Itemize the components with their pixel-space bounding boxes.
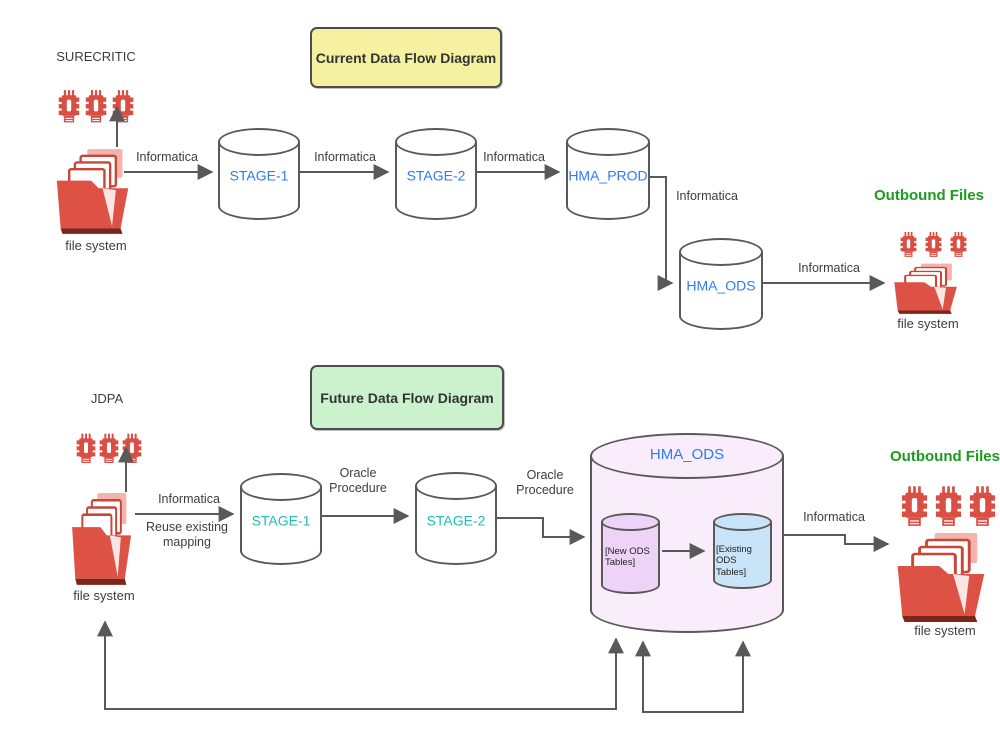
future-source-system-label: JDPA	[90, 391, 124, 406]
db-label: STAGE-1	[251, 512, 311, 529]
edge-label: Informatica	[314, 150, 376, 164]
db-hma-ods-current[interactable]: HMA_ODS	[679, 238, 763, 330]
chip-icon	[969, 486, 996, 528]
chip-icon	[899, 232, 918, 258]
db-label: [New ODS Tables]	[605, 546, 650, 569]
chip-icon	[901, 486, 928, 528]
current-outbound-chips[interactable]	[899, 232, 968, 258]
db-new-ods-tables[interactable]: [New ODS Tables]	[601, 513, 660, 594]
current-title-box[interactable]: Current Data Flow Diagram	[310, 27, 502, 88]
db-existing-ods-tables[interactable]: [Existing ODS Tables]	[713, 513, 772, 589]
chip-icon	[85, 84, 107, 130]
db-stage2-current[interactable]: STAGE-2	[395, 128, 477, 220]
edge-stage2-to-hma-ods-future	[497, 517, 586, 545]
future-outbound-chips[interactable]	[901, 486, 996, 528]
edge-label: Reuse existing mapping	[146, 520, 228, 549]
chip-icon	[949, 232, 968, 258]
db-stage2-future[interactable]: STAGE-2	[415, 472, 497, 565]
db-label: HMA_PROD	[568, 167, 648, 184]
edge-label: Informatica	[136, 150, 198, 164]
folder-icon[interactable]	[893, 532, 990, 624]
current-title: Current Data Flow Diagram	[315, 49, 497, 66]
edge-label: Informatica	[798, 261, 860, 275]
current-source-chips[interactable]	[58, 84, 134, 130]
current-outbound-file-label: file system	[897, 316, 959, 331]
chip-icon	[99, 427, 119, 471]
db-label: [Existing ODS Tables]	[716, 544, 752, 578]
chip-icon	[76, 427, 96, 471]
chip-icon	[112, 84, 134, 130]
edge-label: Informatica	[676, 189, 738, 203]
future-outbound-file-label: file system	[914, 623, 976, 638]
future-source-file-label: file system	[73, 588, 135, 603]
db-label: HMA_ODS	[649, 446, 725, 463]
folder-icon[interactable]	[69, 492, 135, 587]
current-outbound-title: Outbound Files	[874, 187, 984, 204]
db-stage1-current[interactable]: STAGE-1	[218, 128, 300, 220]
db-label: HMA_ODS	[686, 277, 756, 294]
db-label: STAGE-2	[406, 167, 466, 184]
edge-label: Oracle Procedure	[329, 466, 387, 495]
db-hma-prod[interactable]: HMA_PROD	[566, 128, 650, 220]
edge-label: Oracle Procedure	[516, 468, 574, 497]
folder-icon[interactable]	[891, 263, 961, 315]
current-source-file-label: file system	[65, 238, 127, 253]
chip-icon	[924, 232, 943, 258]
edge-label: Informatica	[158, 492, 220, 506]
edge-label: Informatica	[803, 510, 865, 524]
chip-icon	[122, 427, 142, 471]
future-title-box[interactable]: Future Data Flow Diagram	[310, 365, 504, 430]
edge-label: Informatica	[483, 150, 545, 164]
current-source-system-label: SURECRITIC	[56, 49, 136, 64]
folder-icon[interactable]	[53, 147, 133, 237]
edge-hma-ods-to-outbound-future	[784, 534, 890, 552]
chip-icon	[58, 84, 80, 130]
future-title: Future Data Flow Diagram	[320, 389, 494, 406]
db-label: STAGE-2	[426, 511, 486, 528]
db-label: STAGE-1	[229, 167, 289, 184]
edge-feedback-u	[635, 640, 751, 713]
future-outbound-title: Outbound Files	[890, 448, 1000, 465]
edge-feedback-long	[97, 620, 624, 710]
db-stage1-future[interactable]: STAGE-1	[240, 473, 322, 565]
chip-icon	[935, 486, 962, 528]
future-source-chips[interactable]	[76, 427, 142, 471]
